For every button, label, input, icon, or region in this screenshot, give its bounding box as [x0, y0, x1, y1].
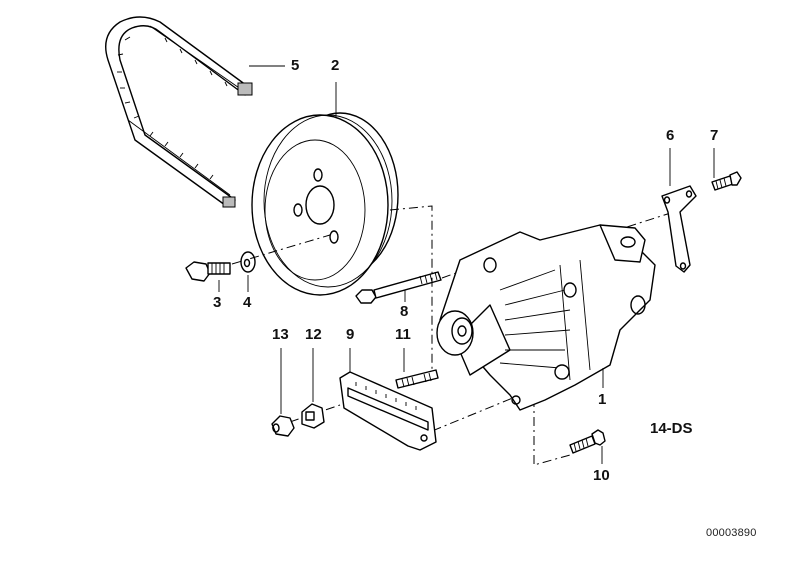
part-label-7[interactable]: 7	[710, 127, 719, 144]
power-steering-pump-part[interactable]	[436, 224, 656, 411]
stud-part[interactable]	[395, 369, 439, 389]
part-label-12[interactable]: 12	[305, 326, 322, 343]
part-label-3[interactable]: 3	[213, 294, 222, 311]
part-label-8[interactable]: 8	[400, 303, 409, 320]
square-nut-part[interactable]	[301, 403, 325, 429]
washer-part[interactable]	[240, 251, 256, 273]
part-label-9[interactable]: 9	[346, 326, 355, 343]
part-label-2[interactable]: 2	[331, 57, 340, 74]
tensioning-bracket-part[interactable]	[339, 371, 437, 451]
part-label-4[interactable]: 4	[243, 294, 252, 311]
reference-number: 00003890	[706, 527, 757, 539]
part-label-1[interactable]: 1	[598, 391, 607, 408]
part-label-10[interactable]: 10	[593, 467, 610, 484]
hex-bolt-part[interactable]	[185, 261, 231, 282]
diagram-code: 14-DS	[650, 420, 693, 437]
pulley-part[interactable]	[251, 112, 399, 296]
long-hex-bolt-part[interactable]	[355, 271, 442, 304]
part-label-5[interactable]: 5	[291, 57, 300, 74]
part-label-11[interactable]: 11	[395, 326, 411, 343]
bracket-part[interactable]	[661, 185, 697, 273]
part-label-6[interactable]: 6	[666, 127, 675, 144]
part-label-13[interactable]: 13	[272, 326, 289, 343]
hex-bolt-lower-part[interactable]	[569, 429, 606, 454]
v-belt-part[interactable]	[105, 16, 253, 208]
hex-nut-part[interactable]	[271, 415, 295, 437]
screw-part[interactable]	[711, 171, 742, 191]
